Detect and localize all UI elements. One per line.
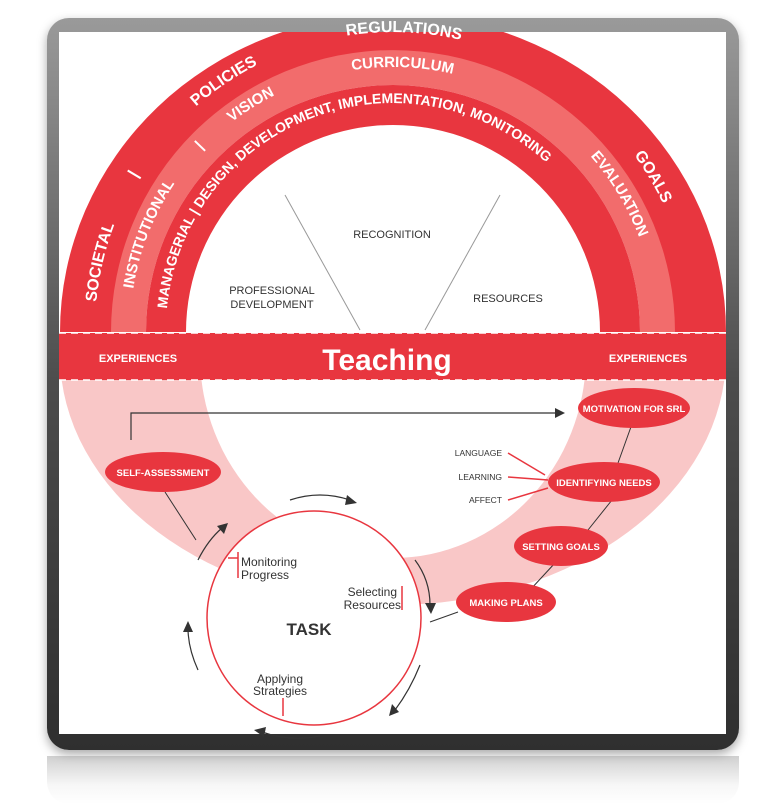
affect-label: AFFECT [469, 495, 502, 505]
learning-label: LEARNING [459, 472, 502, 482]
self-assessment-label: SELF-ASSESSMENT [117, 468, 210, 479]
resources-label: RESOURCES [473, 293, 543, 305]
inner-ring [146, 85, 640, 332]
link-plans-task [429, 611, 459, 623]
loop-arrow-top [130, 412, 555, 440]
divider-left [284, 194, 361, 331]
cycle-arrow-upper-left-head [217, 523, 228, 534]
cycle-arrow-right-head [425, 603, 436, 614]
center-half-disc [201, 141, 585, 333]
setting-label: SETTING GOALS [522, 542, 600, 553]
making-oval [456, 582, 556, 622]
cycle-arrow-bottom [261, 731, 321, 739]
selecting-label-2: Resources [344, 598, 401, 612]
divider-right [424, 194, 501, 331]
middle-ring [111, 50, 675, 333]
experiences-right: EXPERIENCES [609, 353, 687, 365]
link-motivation-needs [617, 423, 633, 464]
task-circle [206, 510, 422, 726]
teaching-band [59, 333, 726, 380]
link-self-task [164, 491, 197, 541]
professional-label-2: DEVELOPMENT [230, 299, 313, 311]
setting-oval [514, 526, 608, 566]
cycle-arrow-left-head [183, 621, 193, 632]
language-label: LANGUAGE [455, 448, 503, 458]
monitoring-label-2: Progress [241, 568, 289, 582]
cycle-arrow-right [414, 559, 431, 606]
teaching-title: Teaching [322, 344, 451, 377]
task-title: TASK [286, 620, 332, 639]
cycle-arrow-left [187, 627, 199, 671]
self-assessment-oval [105, 452, 221, 492]
monitoring-label-1: Monitoring [241, 555, 297, 569]
cycle-arrow-lower-right [394, 664, 421, 711]
identifying-label: IDENTIFYING NEEDS [556, 478, 652, 489]
frame-reflection [47, 756, 739, 804]
cycle-arrow-upper-left [197, 527, 223, 561]
learning-line [507, 476, 549, 481]
language-line [507, 452, 546, 476]
cycle-arrow-top-head [345, 495, 357, 505]
recognition-label: RECOGNITION [353, 229, 431, 241]
motivation-label: MOTIVATION FOR SRL [583, 404, 686, 415]
arrow-head-top [555, 408, 565, 418]
identifying-oval [548, 462, 660, 502]
affect-line [507, 487, 549, 501]
link-needs-goals [587, 499, 613, 531]
selecting-label-1: Selecting [348, 585, 397, 599]
experiences-left: EXPERIENCES [99, 353, 177, 365]
motivation-oval [578, 388, 690, 428]
cycle-arrow-top [289, 494, 351, 501]
cycle-arrow-bottom-head [254, 727, 266, 737]
cycle-arrow-lower-right-head [389, 704, 399, 716]
professional-label-1: PROFESSIONAL [229, 285, 315, 297]
making-label: MAKING PLANS [469, 598, 542, 609]
applying-label-1: Applying [257, 672, 303, 686]
applying-label-2: Strategies [253, 684, 307, 698]
